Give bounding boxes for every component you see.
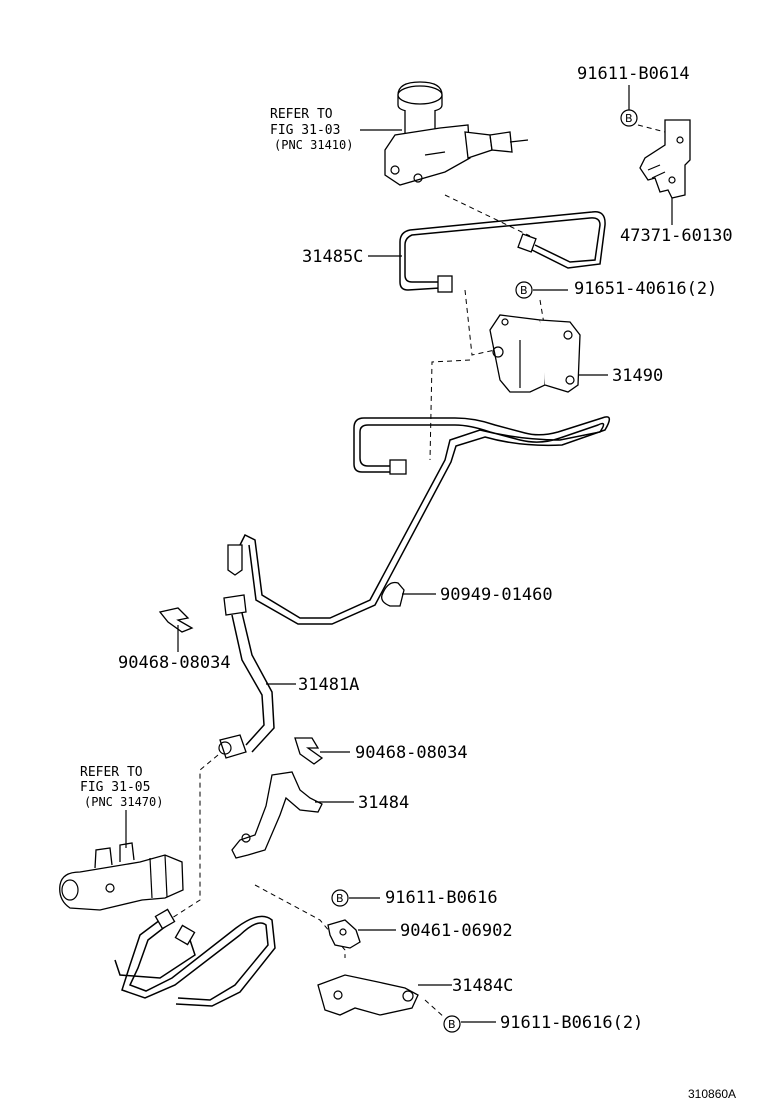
bolt-marker-b0616-2-letter: B: [448, 1018, 456, 1031]
clamp-90461-drawing: [327, 919, 361, 949]
dash-pipe-to-union: [464, 289, 496, 356]
figure-id: 310860A: [688, 1087, 736, 1101]
master-ref-line2: FIG 31-03: [270, 123, 340, 138]
label-90949-01460: 90949-01460: [440, 585, 553, 605]
clip-90468-left-drawing: [158, 607, 194, 633]
bolt-marker-40616: [515, 281, 533, 299]
union-31490-drawing: [489, 314, 581, 393]
dash-b0616-2: [424, 999, 446, 1019]
bracket-31484-drawing: [231, 771, 323, 859]
bolt-marker-b0614-letter: B: [625, 112, 633, 125]
label-31484: 31484: [358, 793, 409, 813]
label-90468-08034-right: 90468-08034: [355, 743, 468, 763]
label-31484c: 31484C: [452, 976, 513, 996]
clip-90468-right-drawing: [294, 737, 324, 765]
label-47371-60130: 47371-60130: [620, 226, 733, 246]
bolt-marker-b0616-letter: B: [336, 892, 344, 905]
label-91611-b0614: 91611-B0614: [577, 64, 690, 84]
pipe-31485c-drawing: [399, 211, 606, 293]
release-ref-line3: (PNC 31470): [84, 795, 163, 809]
clip-90949-drawing: [381, 581, 405, 607]
master-cylinder-drawing: [384, 81, 529, 186]
release-ref-line1: REFER TO: [80, 765, 143, 780]
label-90461-06902: 90461-06902: [400, 921, 513, 941]
dash-b0614: [637, 124, 666, 133]
bolt-marker-b0616-2: [443, 1015, 461, 1033]
dash-master-to-pipe: [444, 194, 531, 237]
master-ref-line1: REFER TO: [270, 107, 333, 122]
dash-hose-to-release: [171, 754, 219, 919]
bracket-47371-drawing: [639, 119, 691, 199]
release-cylinder-drawing: [59, 842, 184, 911]
bolt-marker-b0616: [331, 889, 349, 907]
label-31490: 31490: [612, 366, 663, 386]
hose-31481a-drawing: [218, 594, 275, 759]
dash-bracket-to-loop: [254, 884, 346, 958]
bracket-31484c-drawing: [317, 974, 419, 1016]
bolt-marker-40616-letter: B: [520, 284, 528, 297]
label-31485c: 31485C: [302, 247, 363, 267]
label-90468-08034-left: 90468-08034: [118, 653, 231, 673]
pipe-lower-loop-drawing: [114, 908, 276, 1007]
label-91611-b0616: 91611-B0616: [385, 888, 498, 908]
release-ref-line2: FIG 31-05: [80, 780, 150, 795]
master-ref-line3: (PNC 31410): [274, 138, 353, 152]
label-91611-b0616-2: 91611-B0616(2): [500, 1013, 643, 1033]
pipe-long-drawing: [227, 416, 611, 625]
label-31481a: 31481A: [298, 675, 359, 695]
dash-union-to-pipe: [429, 359, 471, 461]
label-91651-40616: 91651-40616(2): [574, 279, 717, 299]
